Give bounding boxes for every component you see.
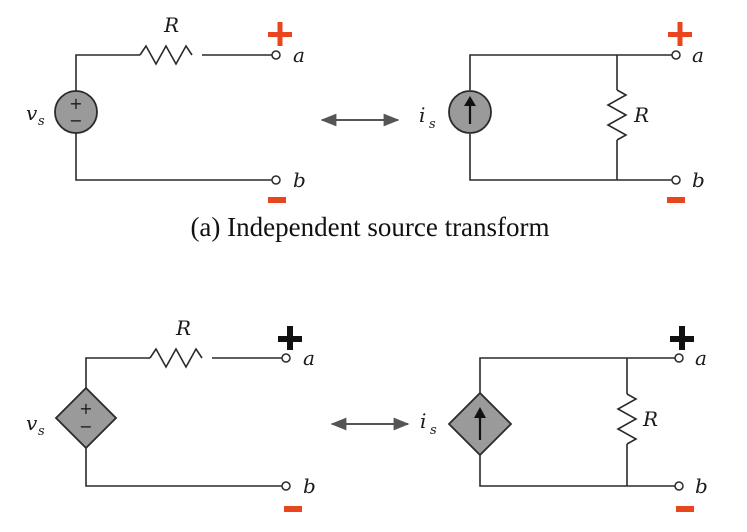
voltage-source-plus: + bbox=[69, 94, 82, 113]
series-resistor bbox=[139, 44, 193, 66]
terminal-b-label: b bbox=[303, 474, 316, 498]
minus-polarity-icon bbox=[667, 197, 685, 203]
terminal-a-label: a bbox=[692, 43, 704, 67]
up-arrow-icon bbox=[464, 96, 476, 106]
voltage-source-minus: − bbox=[79, 417, 92, 436]
voltage-source-label: v bbox=[26, 411, 38, 435]
resistor-label: R bbox=[642, 407, 658, 431]
voltage-source-subscript: s bbox=[38, 424, 45, 439]
voltage-source-plus: + bbox=[79, 399, 92, 418]
up-arrow-icon bbox=[474, 407, 486, 418]
terminal-b-label: b bbox=[293, 168, 306, 192]
resistor-label: R bbox=[633, 103, 649, 127]
shunt-resistor bbox=[616, 393, 638, 445]
dependent-voltage-circuit: + − R v s a b bbox=[26, 316, 316, 512]
minus-polarity-icon bbox=[284, 506, 302, 512]
terminal-b-label: b bbox=[692, 168, 705, 192]
terminal-b-node bbox=[671, 175, 681, 185]
plus-polarity-icon bbox=[278, 326, 302, 350]
terminal-a-node bbox=[271, 50, 281, 60]
current-source-label: i bbox=[419, 103, 425, 127]
terminal-b-node bbox=[674, 481, 684, 491]
dependent-voltage-source-icon bbox=[54, 386, 118, 450]
terminal-a-label: a bbox=[303, 346, 315, 370]
series-resistor bbox=[149, 347, 203, 369]
shunt-resistor bbox=[606, 89, 628, 141]
minus-polarity-icon bbox=[676, 506, 694, 512]
terminal-a-label: a bbox=[293, 43, 305, 67]
current-source-label: i bbox=[420, 409, 426, 433]
caption-a: (a) Independent source transform bbox=[190, 212, 549, 242]
terminal-a-node bbox=[674, 353, 684, 363]
independent-voltage-circuit: + − R v s a b bbox=[26, 13, 306, 203]
terminal-b-node bbox=[281, 481, 291, 491]
independent-current-circuit: i s R a b bbox=[419, 22, 705, 203]
voltage-source-subscript: s bbox=[38, 114, 45, 129]
resistor-label: R bbox=[163, 13, 179, 37]
terminal-a-node bbox=[671, 50, 681, 60]
voltage-source-label: v bbox=[26, 101, 38, 125]
independent-voltage-source-icon bbox=[54, 90, 98, 134]
plus-polarity-icon bbox=[268, 22, 292, 46]
dependent-current-circuit: i s R a b bbox=[420, 326, 708, 512]
resistor-label: R bbox=[175, 316, 191, 340]
terminal-b-label: b bbox=[695, 474, 708, 498]
plus-polarity-icon bbox=[670, 326, 694, 350]
current-source-subscript: s bbox=[429, 117, 436, 132]
minus-polarity-icon bbox=[268, 197, 286, 203]
terminal-a-label: a bbox=[695, 346, 707, 370]
current-source-subscript: s bbox=[430, 423, 437, 438]
terminal-b-node bbox=[271, 175, 281, 185]
plus-polarity-icon bbox=[668, 22, 692, 46]
voltage-source-minus: − bbox=[69, 111, 82, 130]
terminal-a-node bbox=[281, 353, 291, 363]
